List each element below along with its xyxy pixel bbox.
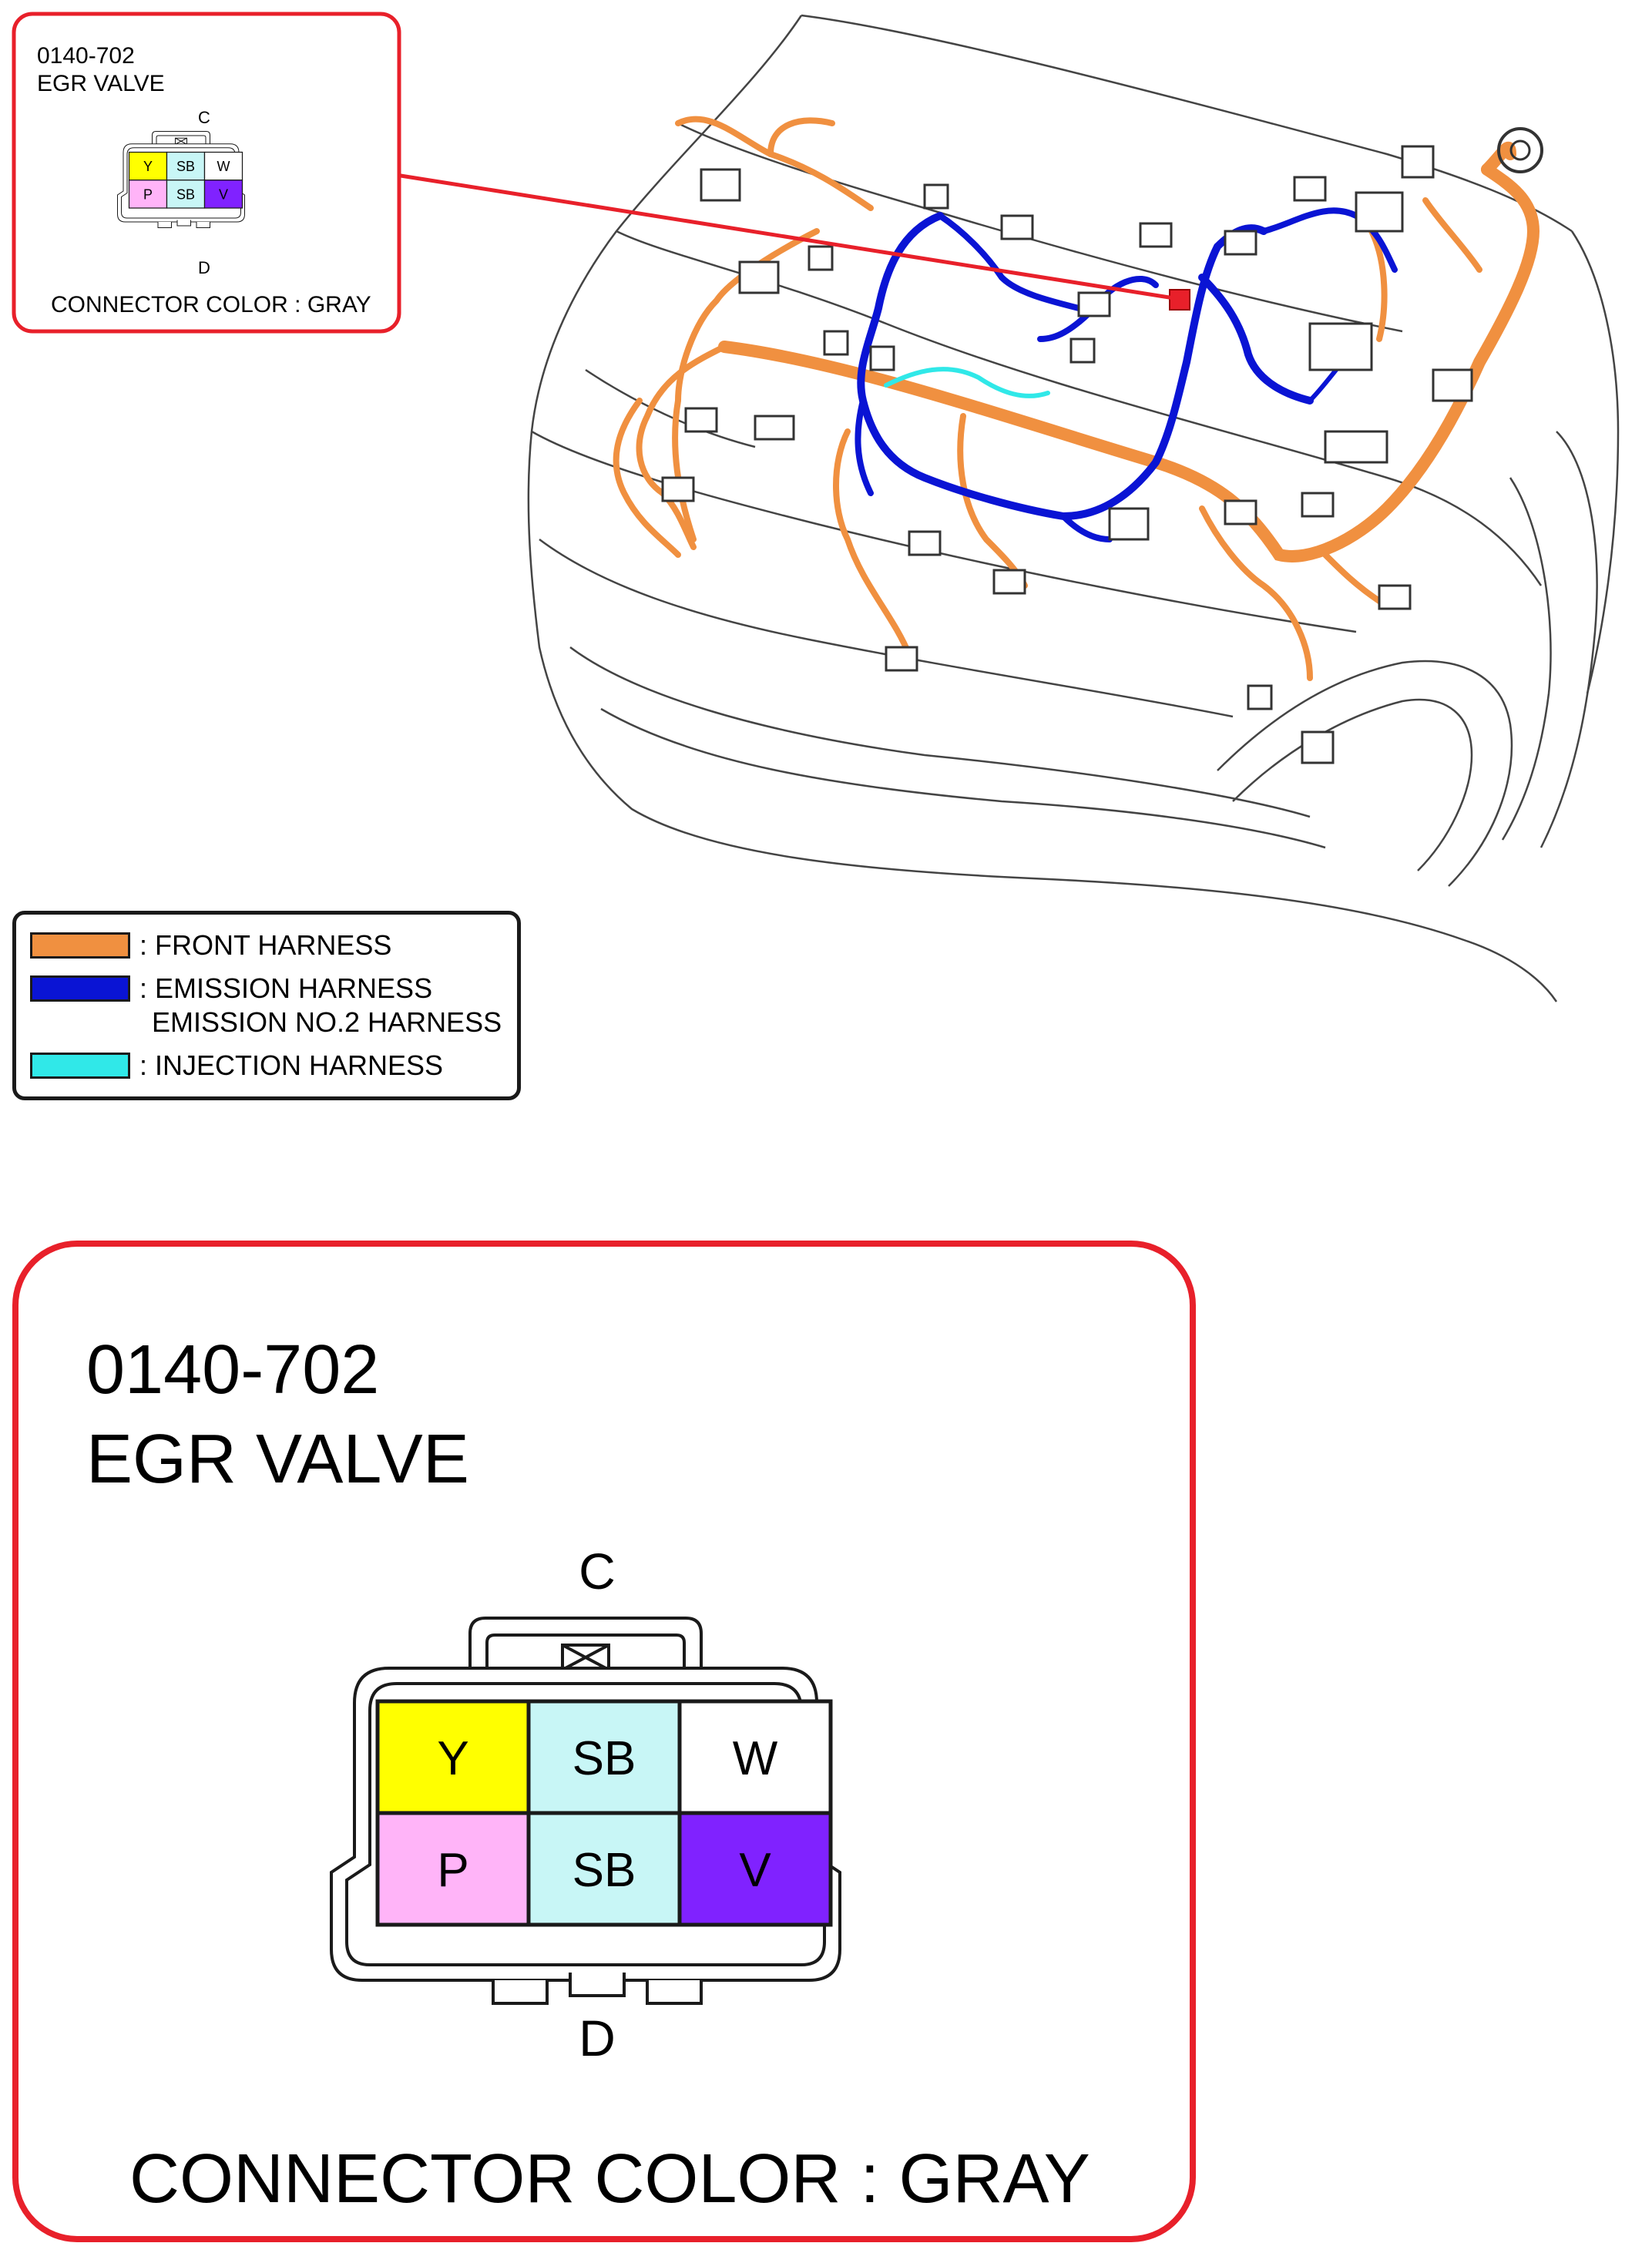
front-harness-wires [613, 116, 1540, 681]
large-lock-cross-icon [562, 1644, 609, 1671]
large-pin-label: W [733, 1732, 778, 1785]
legend-swatch-injection [30, 1053, 130, 1079]
large-pin-label: P [437, 1844, 468, 1897]
legend-label-emission-no2: EMISSION NO.2 HARNESS [152, 1006, 502, 1038]
callout-leader-line [400, 173, 1180, 301]
grommet-icon [1497, 127, 1543, 173]
large-bottom-tab [646, 1980, 703, 2005]
small-connector-face: Y SB W P SB V [117, 131, 245, 228]
small-callout-bottom-label: D [198, 258, 210, 277]
large-pin-label: Y [437, 1732, 468, 1785]
legend-swatch-front [30, 932, 130, 959]
injection-harness-wires [884, 367, 1050, 398]
large-pin-label: SB [572, 1732, 636, 1785]
small-callout-code: 0140-702 [37, 43, 135, 69]
small-callout-name: EGR VALVE [37, 71, 165, 96]
large-callout-color-text: CONNECTOR COLOR : GRAY [129, 2141, 1090, 2218]
small-pin-label: Y [143, 159, 153, 174]
large-pin-label: V [739, 1844, 771, 1897]
large-latch-outer [468, 1617, 703, 1668]
small-lock-cross-icon [175, 137, 187, 145]
small-pin-cell [203, 151, 243, 181]
large-callout-bottom-label: D [579, 2010, 616, 2067]
large-housing-inner [345, 1682, 826, 1966]
car-body-outline [527, 14, 1620, 1002]
large-pin-cell [526, 1811, 682, 1927]
legend-label-injection: : INJECTION HARNESS [139, 1049, 444, 1081]
small-pin-cell [166, 151, 206, 181]
large-connector-face: Y SB W P SB V [330, 1617, 841, 2005]
small-callout-top-label: C [198, 108, 210, 127]
small-pin-label: W [217, 159, 230, 174]
small-callout-color-text: CONNECTOR COLOR : GRAY [51, 292, 371, 317]
small-pin-cell [128, 180, 168, 209]
small-housing-inner [121, 147, 241, 219]
large-callout-top-label: C [579, 1543, 616, 1600]
legend-row-emission: : EMISSION HARNESS [16, 973, 432, 1004]
large-latch-inner [485, 1634, 686, 1668]
large-pin-label: SB [572, 1844, 636, 1897]
legend-label-emission: : EMISSION HARNESS [139, 972, 433, 1004]
legend-row-front: : FRONT HARNESS [16, 930, 391, 961]
small-connector-callout: 0140-702 EGR VALVE C D CONNECTOR COLOR :… [12, 12, 401, 334]
connector-blocks [661, 145, 1473, 764]
small-bottom-tab [176, 220, 191, 227]
small-latch-outer [152, 131, 210, 144]
large-connector-callout: 0140-702 EGR VALVE C D CONNECTOR COLOR :… [12, 1241, 1196, 2242]
large-bottom-tab [492, 1980, 549, 2005]
legend-row-injection: : INJECTION HARNESS [16, 1050, 443, 1081]
small-bottom-tab [157, 222, 172, 228]
large-pin-cell [677, 1811, 833, 1927]
large-callout-name: EGR VALVE [86, 1421, 469, 1498]
harness-legend: : FRONT HARNESS : EMISSION HARNESS EMISS… [12, 911, 521, 1100]
legend-label-front: : FRONT HARNESS [139, 929, 392, 961]
small-latch-inner [156, 135, 206, 144]
small-bottom-tab [196, 222, 210, 228]
small-pin-cell [203, 180, 243, 209]
small-pin-label: V [219, 186, 228, 202]
large-callout-code: 0140-702 [86, 1331, 379, 1409]
legend-swatch-emission [30, 975, 130, 1002]
grommet-inner-ring [1509, 139, 1531, 161]
large-pin-cell [375, 1811, 531, 1927]
engine-bay-wiring-illustration: 0140-702 EGR VALVE C D CONNECTOR COLOR :… [12, 12, 1620, 1002]
small-pin-label: P [143, 186, 153, 202]
small-pin-label: SB [176, 186, 195, 202]
small-pin-label: SB [176, 159, 195, 174]
large-bottom-tab [569, 1973, 626, 1997]
